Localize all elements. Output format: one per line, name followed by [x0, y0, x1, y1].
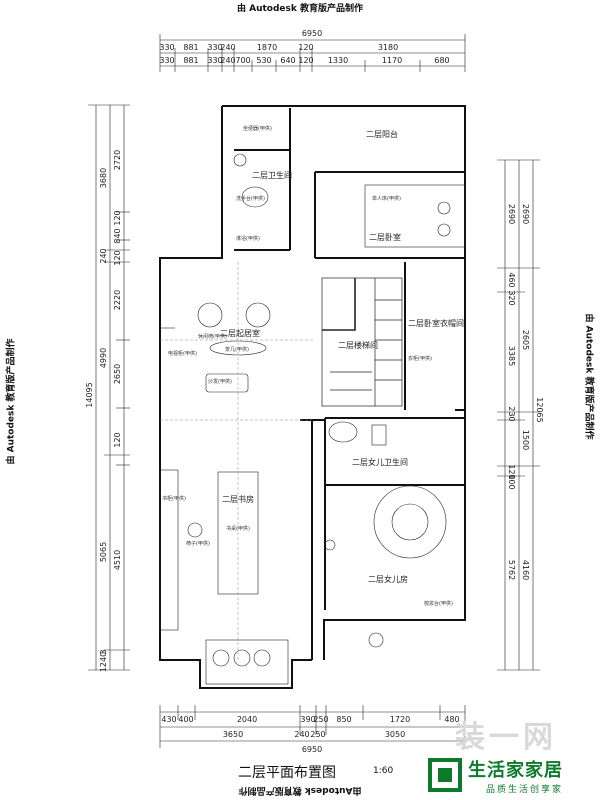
- svg-text:120: 120: [298, 43, 313, 52]
- svg-text:320: 320: [507, 290, 516, 305]
- svg-text:3680: 3680: [99, 168, 108, 188]
- dim-right-col2: 2690 460 320 3385 230 120 100 5762: [507, 204, 516, 580]
- svg-text:2220: 2220: [113, 290, 122, 310]
- room-master: 二层卧室: [369, 232, 401, 242]
- svg-text:100: 100: [507, 474, 516, 489]
- svg-text:2720: 2720: [113, 150, 122, 170]
- svg-text:240: 240: [294, 730, 309, 739]
- dim-left-total: 14095: [85, 382, 94, 407]
- svg-text:1720: 1720: [390, 715, 410, 724]
- brand-logo-icon: [428, 758, 462, 792]
- svg-text:240: 240: [220, 56, 235, 65]
- room-bath: 二层卫生间: [252, 170, 292, 180]
- label-chair: 休闲椅(甲供): [198, 333, 227, 340]
- room-living: 二层起居室: [220, 328, 260, 338]
- svg-text:3650: 3650: [223, 730, 243, 739]
- svg-text:1170: 1170: [382, 56, 402, 65]
- brand-name: 生活家家居: [468, 760, 563, 781]
- svg-text:1240: 1240: [99, 652, 108, 672]
- svg-text:240: 240: [220, 43, 235, 52]
- dim-left-col2: 2720 120 840 120 2220 2650 120 4510: [113, 150, 122, 570]
- svg-text:4510: 4510: [113, 550, 122, 570]
- svg-text:460: 460: [507, 272, 516, 287]
- label-wardrobe: 衣柜(甲供): [408, 355, 432, 362]
- svg-text:680: 680: [434, 56, 449, 65]
- label-bookshelf: 书柜(甲供): [162, 495, 186, 502]
- svg-text:120: 120: [113, 210, 122, 225]
- floor-plan: 6950 330 881 330 240 1870 120 3180 330 8…: [85, 29, 544, 754]
- label-chair2: 椅子(甲供): [186, 540, 210, 547]
- dim-top-row1: 330 881 330 240 1870 120 3180: [159, 43, 398, 52]
- svg-text:3385: 3385: [507, 346, 516, 366]
- svg-text:430: 430: [161, 715, 176, 724]
- watermark-top: 由 Autodesk 教育版产品制作: [236, 4, 363, 14]
- svg-text:3: 3: [99, 649, 108, 654]
- svg-text:330: 330: [207, 43, 222, 52]
- label-toilet: 坐便器(甲供): [243, 125, 272, 132]
- label-tv: 电视柜(甲供): [168, 350, 197, 357]
- svg-text:881: 881: [183, 56, 198, 65]
- svg-text:2690: 2690: [507, 204, 516, 224]
- room-stair: 二层楼梯间: [338, 340, 378, 350]
- svg-text:700: 700: [235, 56, 250, 65]
- svg-text:4990: 4990: [99, 348, 108, 368]
- dim-top-row2: 330 881 330 240 700 530 640 120 1330 117…: [159, 56, 449, 65]
- plan-title: 二层平面布置图: [238, 765, 336, 781]
- svg-text:230: 230: [507, 406, 516, 421]
- svg-text:1870: 1870: [257, 43, 277, 52]
- label-basin: 洗手台(甲供): [236, 195, 265, 202]
- svg-text:400: 400: [178, 715, 193, 724]
- label-table: 茶几(甲供): [225, 346, 249, 353]
- svg-text:390: 390: [300, 715, 315, 724]
- svg-text:330: 330: [159, 56, 174, 65]
- svg-text:1500: 1500: [521, 430, 530, 450]
- svg-text:640: 640: [280, 56, 295, 65]
- svg-text:330: 330: [159, 43, 174, 52]
- label-dresser: 梳妆台(甲供): [424, 600, 453, 607]
- dim-bottom-row2: 3650 240 250 3050: [223, 730, 405, 739]
- room-daughter-bath: 二层女儿卫生间: [352, 457, 408, 467]
- dim-bottom-total: 6950: [302, 745, 322, 754]
- svg-text:3180: 3180: [378, 43, 398, 52]
- dim-left-col1: 3680 240 4990 5065 3 1240: [99, 168, 108, 672]
- room-daughter: 二层女儿房: [368, 574, 408, 584]
- plan-scale: 1:60: [373, 766, 394, 776]
- svg-text:120: 120: [298, 56, 313, 65]
- svg-text:2650: 2650: [113, 364, 122, 384]
- dim-right-col1: 2690 2605 1500 4160: [521, 204, 530, 580]
- svg-text:250: 250: [310, 730, 325, 739]
- brand-sub: 品质生活创享家: [486, 785, 564, 795]
- svg-text:850: 850: [336, 715, 351, 724]
- brand-logo: 生活家家居 品质生活创享家: [428, 756, 596, 798]
- svg-text:2040: 2040: [237, 715, 257, 724]
- svg-text:480: 480: [444, 715, 459, 724]
- room-balcony: 二层阳台: [366, 129, 398, 139]
- svg-text:120: 120: [113, 250, 122, 265]
- svg-text:530: 530: [256, 56, 271, 65]
- svg-text:5065: 5065: [99, 542, 108, 562]
- dim-top-total: 6950: [302, 29, 322, 38]
- svg-text:840: 840: [113, 228, 122, 243]
- room-closet: 二层卧室衣帽间: [408, 318, 464, 328]
- label-shower: 淋浴(甲供): [236, 235, 260, 242]
- svg-text:881: 881: [183, 43, 198, 52]
- watermark-jz: 装一网: [455, 720, 557, 755]
- svg-text:3050: 3050: [385, 730, 405, 739]
- svg-text:120: 120: [507, 464, 516, 479]
- dim-bottom-row1: 430 400 2040 390 250 850 1720 480: [161, 715, 459, 724]
- label-sofa: 沙发(甲供): [208, 378, 232, 385]
- svg-text:2605: 2605: [521, 330, 530, 350]
- svg-text:2690: 2690: [521, 204, 530, 224]
- dim-right-total: 12065: [535, 397, 544, 422]
- room-study: 二层书房: [222, 494, 254, 504]
- svg-text:4160: 4160: [521, 560, 530, 580]
- label-bed: 单人床(甲供): [372, 195, 401, 202]
- svg-text:330: 330: [207, 56, 222, 65]
- svg-text:120: 120: [113, 432, 122, 447]
- svg-text:250: 250: [313, 715, 328, 724]
- svg-text:1330: 1330: [328, 56, 348, 65]
- svg-text:5762: 5762: [507, 560, 516, 580]
- label-desk: 书桌(甲供): [226, 525, 250, 532]
- svg-text:240: 240: [99, 248, 108, 263]
